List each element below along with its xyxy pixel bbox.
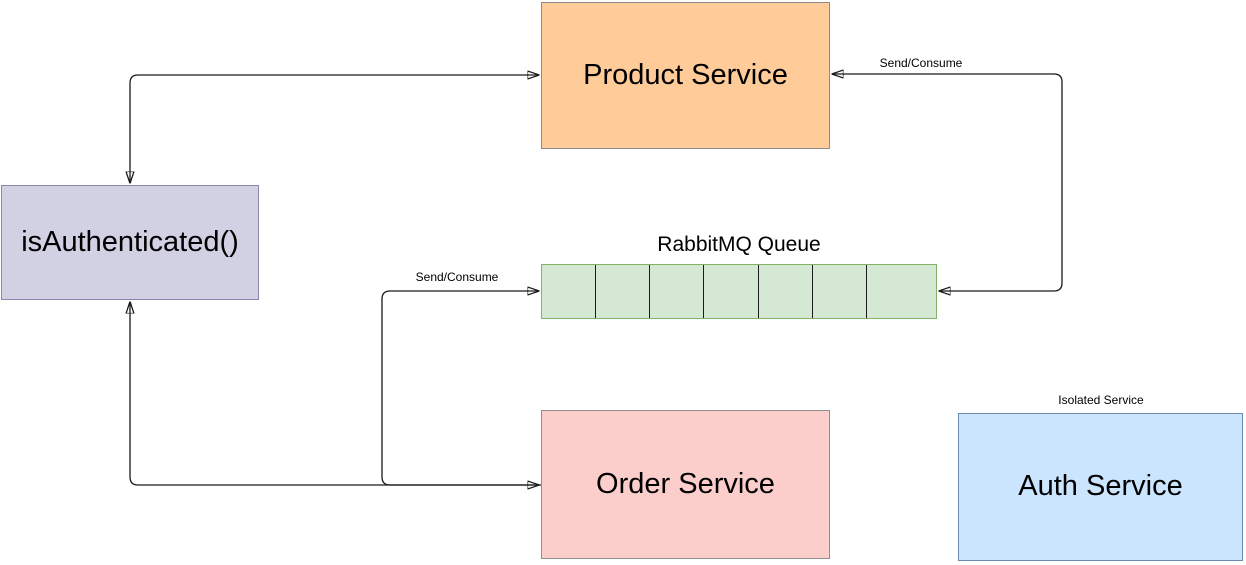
node-auth-service-label: Auth Service <box>1018 470 1183 503</box>
edge-label-order-queue: Send/Consume <box>413 270 501 284</box>
queue-cell <box>649 265 703 318</box>
queue-cell <box>757 265 812 318</box>
edge-label-product-queue: Send/Consume <box>877 56 965 70</box>
node-auth-service: Auth Service <box>958 413 1243 561</box>
queue-cell <box>542 265 595 318</box>
queue-cell <box>703 265 757 318</box>
node-product-service-label: Product Service <box>583 58 788 91</box>
edge-product-queue <box>832 74 1063 291</box>
queue-cell <box>865 265 936 318</box>
node-order-service-label: Order Service <box>596 467 775 500</box>
queue-cell <box>595 265 649 318</box>
edge-order-queue <box>381 291 541 486</box>
queue-title: RabbitMQ Queue <box>655 233 823 257</box>
node-product-service: Product Service <box>541 2 830 149</box>
node-order-service: Order Service <box>541 410 830 559</box>
queue-cell <box>811 265 866 318</box>
auth-service-annotation: Isolated Service <box>1056 393 1146 407</box>
edge-authcheck-product <box>130 75 539 183</box>
node-is-authenticated: isAuthenticated() <box>1 185 259 300</box>
edge-authcheck-order <box>130 302 539 485</box>
node-rabbitmq-queue <box>541 264 937 319</box>
node-is-authenticated-label: isAuthenticated() <box>21 225 239 258</box>
